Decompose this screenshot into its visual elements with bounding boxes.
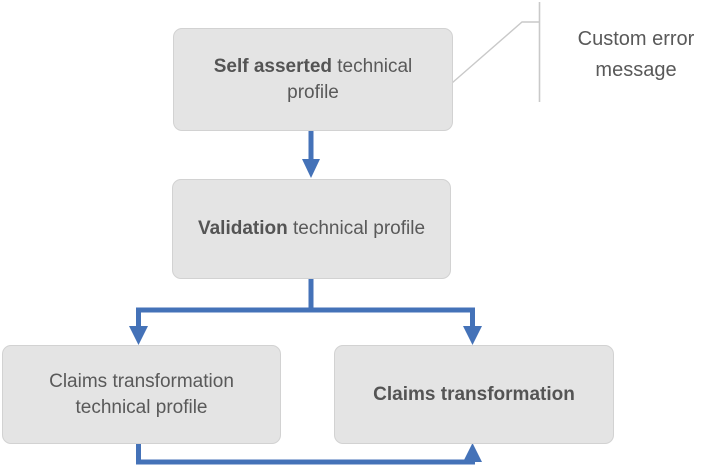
node-self-asserted-label: Self asserted technical profile — [188, 54, 438, 106]
node-self-asserted-label-rest: technical profile — [287, 55, 413, 103]
node-validation-label: Validation technical profile — [187, 216, 436, 242]
callout-leader-line — [451, 2, 541, 102]
connector-validation-branch — [129, 279, 482, 345]
node-claims-transformation-technical-profile-label: Claims transformation technical profile — [17, 369, 266, 421]
connector-self-asserted-to-validation — [302, 131, 320, 178]
node-claims-transformation-technical-profile[interactable]: Claims transformation technical profile — [2, 345, 281, 444]
node-self-asserted-technical-profile[interactable]: Self asserted technical profile — [173, 28, 453, 131]
node-validation-technical-profile[interactable]: Validation technical profile — [172, 179, 451, 279]
callout-custom-error-message: Custom error message — [577, 28, 695, 81]
connector-claims-loop — [136, 443, 482, 465]
node-self-asserted-label-bold: Self asserted — [213, 55, 332, 77]
node-claims-transformation-label-bold: Claims transformation — [373, 383, 575, 405]
node-claims-transformation[interactable]: Claims transformation — [334, 345, 614, 444]
node-claims-transformation-label: Claims transformation — [349, 382, 599, 408]
node-claims-transformation-technical-profile-label-rest: Claims transformation technical profile — [49, 370, 234, 418]
node-validation-label-bold: Validation — [197, 218, 288, 239]
node-validation-label-rest: technical profile — [287, 218, 426, 239]
